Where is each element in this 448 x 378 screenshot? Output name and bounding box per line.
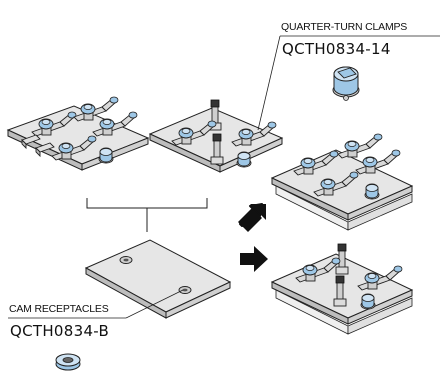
- fixture-plate-b: [148, 99, 284, 173]
- clamps-part-number: QCTH0834-14: [282, 40, 391, 58]
- clamps-title: QUARTER-TURN CLAMPS: [281, 21, 407, 33]
- grouping-bracket: [86, 198, 208, 232]
- receptacles-callout: CAM RECEPTACLES QCTH0834-B: [8, 289, 184, 340]
- assembled-plate-c: [270, 133, 414, 231]
- clamps-callout: QUARTER-TURN CLAMPS QCTH0834-14: [257, 21, 440, 131]
- arrow-right-icon: [240, 246, 268, 272]
- quarter-turn-clamp-icon: [332, 66, 360, 101]
- receptacles-part-number: QCTH0834-B: [10, 322, 109, 340]
- arrow-up-right-icon: [238, 203, 266, 232]
- assembled-plate-d: [270, 243, 414, 335]
- receptacles-title: CAM RECEPTACLES: [9, 303, 109, 315]
- fixture-plate-a: [6, 96, 150, 171]
- cam-receptacle-icon: [55, 353, 81, 371]
- receptacle-plate: [84, 239, 232, 319]
